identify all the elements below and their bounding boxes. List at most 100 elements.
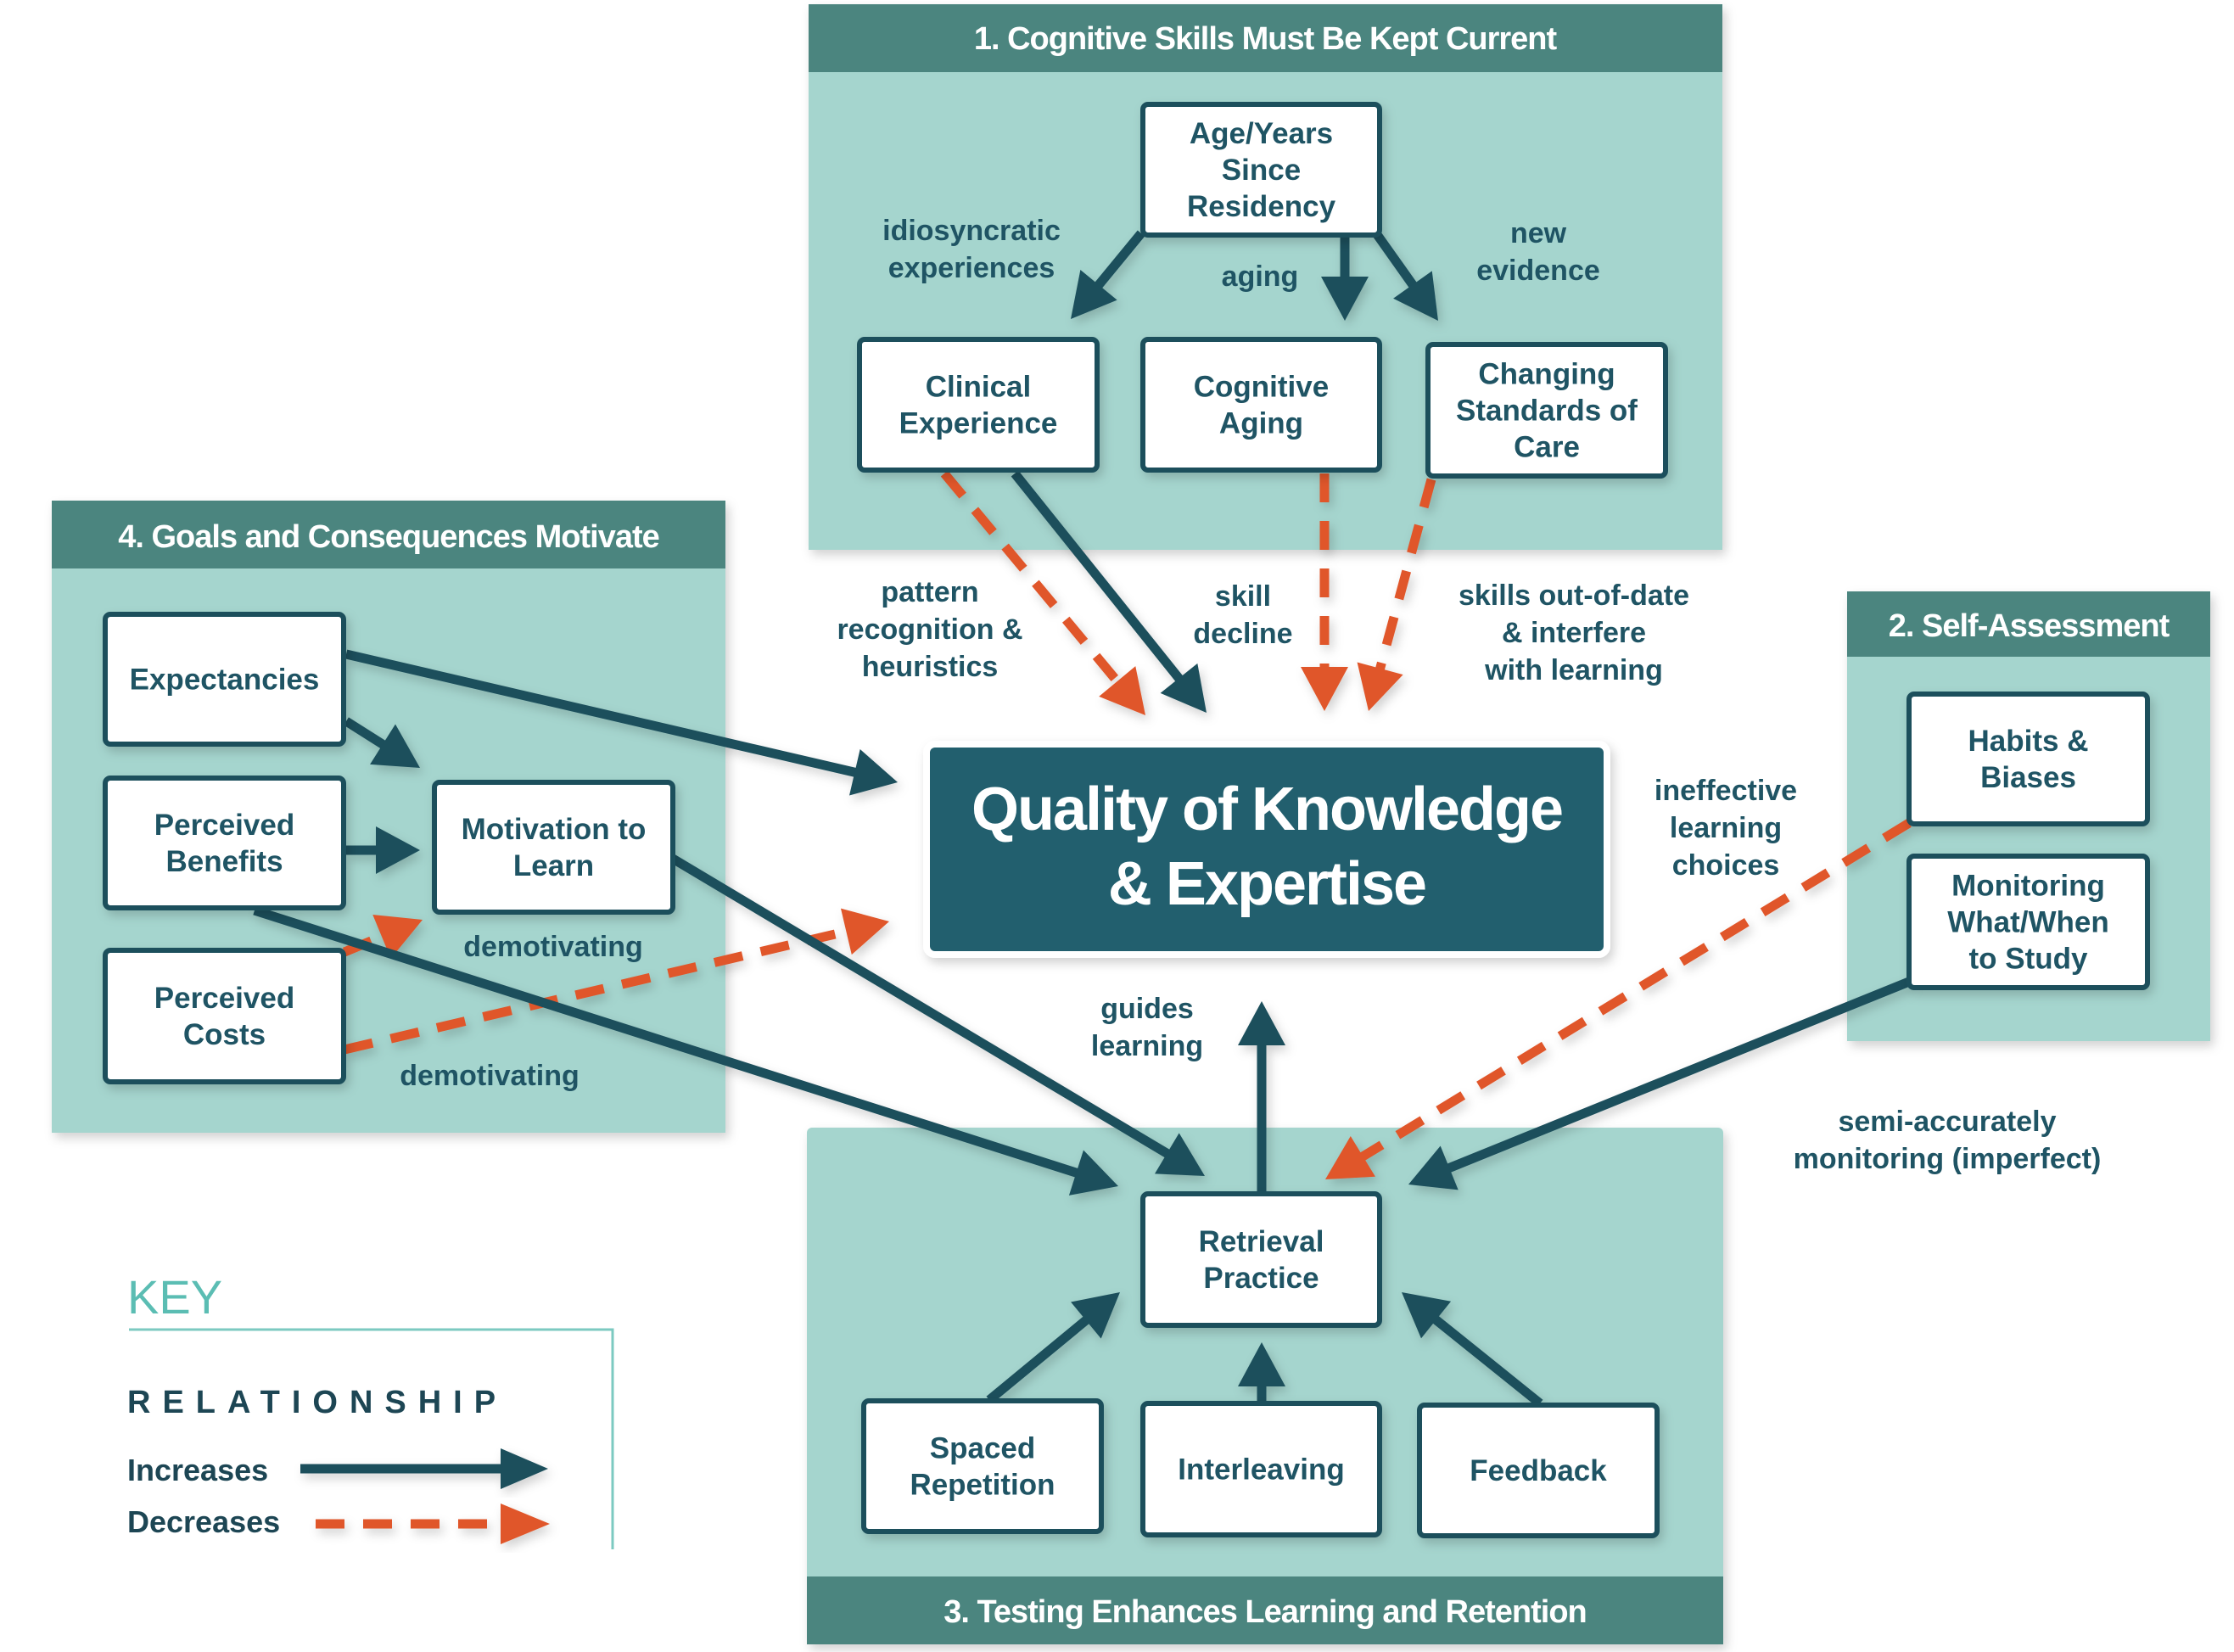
edge-line: [1093, 230, 1145, 291]
legend-frame: [129, 1328, 614, 1549]
edge-line: [986, 1314, 1092, 1404]
edge-label-new-evidence: new evidence: [1476, 217, 1600, 287]
arrowhead-icon: [370, 724, 420, 768]
legend-subtitle: RELATIONSHIP: [127, 1385, 507, 1420]
node-box: [1906, 692, 2150, 826]
edge-clinical-to-center-increases: [1011, 470, 1207, 713]
node-costs-label: Costs: [183, 1018, 266, 1051]
edge-label-text: ineffective: [1655, 775, 1797, 807]
edge-interleaving-to-retrieval-increases: [1238, 1342, 1285, 1402]
node-retrieval-label: Retrieval: [1199, 1225, 1324, 1258]
node-cognitive-label: Cognitive: [1194, 371, 1329, 404]
node-box: [432, 780, 675, 915]
edge-clinical-to-center-decreases: [940, 470, 1145, 715]
edge-line: [1011, 470, 1185, 684]
legend-increases-arrow: [300, 1448, 548, 1489]
center-node-line-2: & Expertise: [1108, 850, 1425, 918]
edge-benefits-to-retrieval-increases: [253, 905, 1118, 1196]
node-monitoring-label: to Study: [1969, 943, 2089, 976]
arrowhead-icon: [1071, 1292, 1120, 1339]
arrowhead-icon: [372, 914, 423, 959]
edge-expectancies-to-motivation-increases: [344, 717, 420, 768]
node-feedback-label: Feedback: [1470, 1454, 1607, 1487]
edge-habits-to-retrieval-decreases: [1325, 819, 1912, 1179]
node-expectancies-label: Expectancies: [130, 664, 320, 697]
edge-label-text: pattern: [881, 576, 978, 608]
arrowhead-icon: [1238, 1342, 1285, 1386]
edge-expectancies-to-center-increases: [344, 649, 898, 796]
legend-decreases-arrow: [316, 1504, 550, 1544]
edge-line: [1430, 1313, 1543, 1408]
node-retrieval-label: Practice: [1203, 1262, 1319, 1295]
edge-label-aging: aging: [1222, 260, 1299, 293]
arrowhead-icon: [1408, 1145, 1459, 1190]
edge-label-text: with learning: [1484, 654, 1663, 686]
node-motivation-label: Learn: [513, 849, 594, 882]
legend-decreases-label: Decreases: [127, 1504, 280, 1539]
edge-label-text: evidence: [1476, 255, 1600, 287]
node-box: [1425, 342, 1668, 479]
edge-label-text: experiences: [888, 252, 1055, 284]
node-feedback: Feedback: [1417, 1403, 1660, 1538]
edge-line: [344, 649, 859, 778]
edge-label-text: learning: [1670, 812, 1782, 844]
arrowhead-icon: [849, 748, 898, 796]
node-box: [103, 948, 346, 1084]
edge-label-text: monitoring (imperfect): [1794, 1143, 2102, 1175]
edge-label-text: learning: [1091, 1030, 1203, 1062]
center-node: [923, 741, 1610, 958]
edge-line: [253, 905, 1081, 1179]
edge-line: [1444, 977, 1912, 1174]
node-clinical-label: Experience: [899, 407, 1058, 440]
node-age-label: Age/Years: [1190, 117, 1333, 150]
arrowhead-icon: [1238, 1001, 1285, 1045]
node-benefits-label: Benefits: [165, 845, 283, 878]
edge-age-to-changing-increases: [1372, 230, 1438, 321]
panel-self-assessment-title: 2. Self-Assessment: [1889, 608, 2170, 644]
node-motivation-label: Motivation to: [462, 813, 647, 846]
node-box: [103, 612, 346, 747]
node-costs-label: Perceived: [154, 982, 294, 1015]
edge-label-text: guides: [1100, 993, 1194, 1025]
edge-line: [1375, 478, 1436, 674]
node-spaced-label: Spaced: [930, 1432, 1036, 1465]
node-spaced-label: Repetition: [910, 1469, 1055, 1502]
edge-line: [1358, 819, 1912, 1162]
node-age-label: Residency: [1187, 190, 1336, 223]
arrowhead-icon: [1402, 1292, 1452, 1339]
node-box: [1417, 1403, 1660, 1538]
edge-label-skill-decline: skill decline: [1193, 580, 1292, 650]
arrowhead-icon: [1393, 271, 1438, 321]
edge-label-text: decline: [1193, 618, 1292, 650]
edge-label-text: new: [1510, 217, 1567, 249]
arrowhead-icon: [1325, 1136, 1375, 1179]
node-interleaving: Interleaving: [1140, 1401, 1382, 1537]
edge-motivation-to-retrieval-increases: [670, 854, 1205, 1176]
node-box: [103, 776, 346, 910]
node-habits: Habits &Biases: [1906, 692, 2150, 826]
edge-line: [344, 717, 389, 750]
node-interleaving-label: Interleaving: [1178, 1453, 1344, 1487]
arrowhead-icon: [1321, 277, 1369, 321]
edge-costs-to-center-decreases: [343, 908, 889, 1055]
node-box: [1140, 337, 1382, 473]
arrowhead-icon: [1160, 663, 1207, 713]
node-monitoring-label: Monitoring: [1951, 870, 2105, 903]
legend-title: KEY: [127, 1270, 222, 1324]
edge-label-text: skill: [1215, 580, 1271, 613]
edge-label-demotivating-2: demotivating: [400, 1060, 579, 1092]
arrowhead-icon: [1154, 1133, 1205, 1176]
edge-label-text: aging: [1222, 260, 1299, 293]
edge-retrieval-to-center-increases: [1238, 1001, 1285, 1192]
